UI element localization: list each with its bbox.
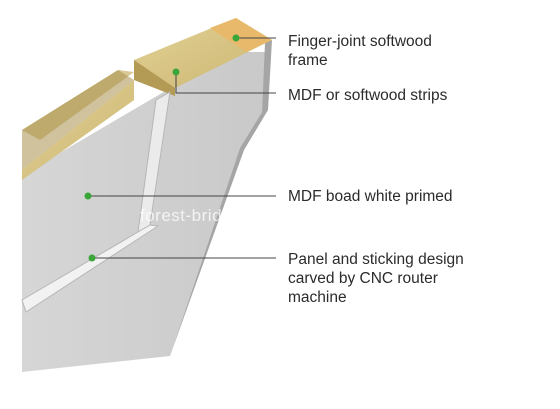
softwood-frame-left [22, 80, 134, 180]
watermark-text: forest-brid [140, 206, 223, 225]
marker-dot-board [84, 192, 92, 200]
marker-dot-strips [172, 68, 180, 76]
label-mdf-board: MDF boad white primed [288, 188, 453, 205]
leader-line-strips [175, 72, 276, 94]
carved-groove [21, 224, 160, 313]
frame-end-grain [210, 18, 272, 52]
label-finger-joint-frame: Finger-joint softwood frame [288, 33, 432, 69]
marker-dot-frame [232, 34, 240, 42]
frame-step [134, 60, 175, 96]
marker-dot-panel [88, 254, 96, 262]
label-panel-sticking: Panel and sticking design carved by CNC … [288, 251, 464, 306]
label-mdf-strips: MDF or softwood strips [288, 87, 448, 104]
frame-top-rail [22, 70, 134, 170]
